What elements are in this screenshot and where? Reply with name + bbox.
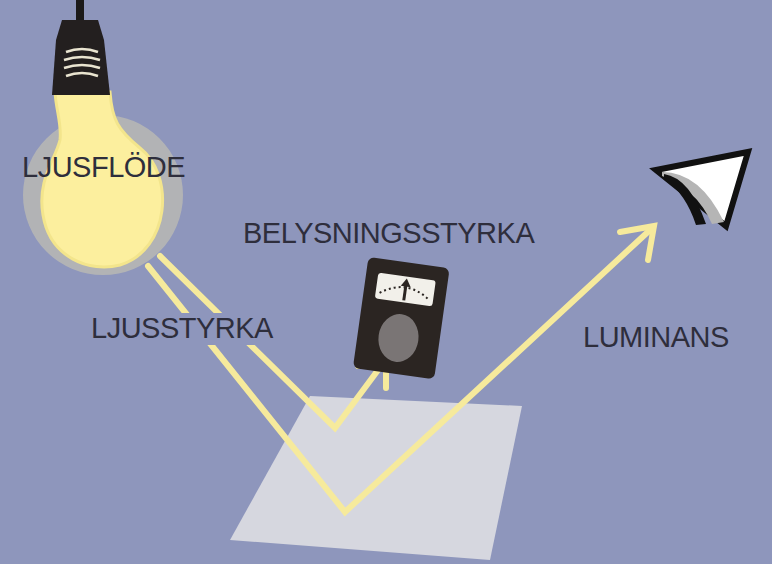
quantity-label: LJUSFLÖDE (22, 152, 185, 184)
quantity-label: LUMINANS (583, 322, 729, 354)
light-meter (353, 257, 450, 379)
bulb-cord (76, 0, 84, 22)
quantity-label: LJUSSTYRKA (88, 313, 276, 345)
eye-symbol (656, 152, 748, 226)
quantity-label: BELYSNINGSSTYRKA (243, 218, 534, 250)
socket-thread (64, 49, 100, 76)
light-rays (148, 226, 654, 512)
bulb-socket (52, 20, 110, 95)
